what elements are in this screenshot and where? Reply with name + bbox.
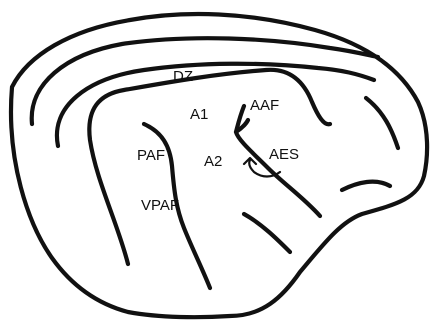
- lower-sulcus-segment: [244, 214, 290, 252]
- label-a1: A1: [190, 106, 208, 123]
- label-aes: AES: [269, 146, 299, 163]
- label-dz: DZ: [173, 68, 193, 85]
- label-a2: A2: [204, 153, 222, 170]
- label-paf: PAF: [137, 147, 165, 164]
- lower-right-sulcus: [342, 182, 390, 190]
- label-vpaf: VPAF: [141, 197, 179, 214]
- right-sulcus: [366, 98, 398, 148]
- label-aaf: AAF: [250, 97, 279, 114]
